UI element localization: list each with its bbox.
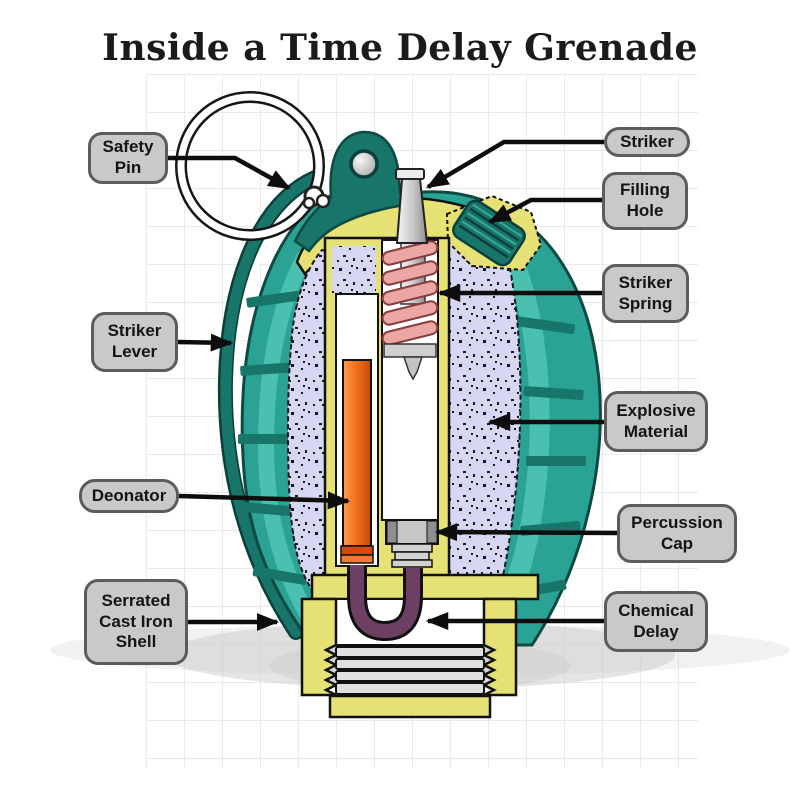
striker-pin: [395, 168, 429, 244]
lug-hole: [349, 149, 379, 179]
label-percussion-cap: Percussion Cap: [617, 504, 737, 563]
top-lug: [293, 130, 421, 253]
label-filling-hole: Filling Hole: [602, 172, 688, 230]
explosive-material-fill: [286, 237, 522, 611]
base-threads: [335, 646, 485, 695]
filling-hole-plug: [445, 194, 543, 272]
arrow-filling-hole: [488, 197, 602, 224]
diagram-title: Inside a Time Delay Grenade: [102, 27, 698, 69]
callout-arrows: [168, 139, 618, 631]
label-safety-pin: Safety Pin: [88, 132, 168, 184]
arrow-striker: [426, 139, 604, 189]
percussion-cap-block: [385, 519, 439, 568]
detonator-tube: [335, 293, 379, 567]
label-striker: Striker: [604, 127, 690, 157]
label-striker-lever: Striker Lever: [91, 312, 178, 372]
base-plate: [328, 694, 492, 719]
pull-ring: [175, 91, 331, 241]
striker-spring-coil: [381, 240, 439, 346]
label-serrated-cast-iron-shell: Serrated Cast Iron Shell: [84, 579, 188, 665]
central-column: [323, 236, 451, 580]
arrow-striker-lever: [177, 333, 234, 352]
arrow-safety-pin: [168, 155, 291, 190]
spring-seat-plate: [383, 343, 437, 358]
arrow-percussion-cap: [434, 523, 618, 542]
safety-pin-knot: [302, 185, 331, 210]
chemical-delay-u-tube: [347, 565, 423, 642]
label-chemical-delay: Chemical Delay: [604, 591, 708, 652]
label-striker-spring: Striker Spring: [602, 264, 689, 323]
label-deonator: Deonator: [79, 479, 179, 513]
arrow-deonator: [178, 491, 351, 510]
striker-tip: [402, 356, 424, 381]
label-explosive-material: Explosive Material: [604, 391, 708, 452]
